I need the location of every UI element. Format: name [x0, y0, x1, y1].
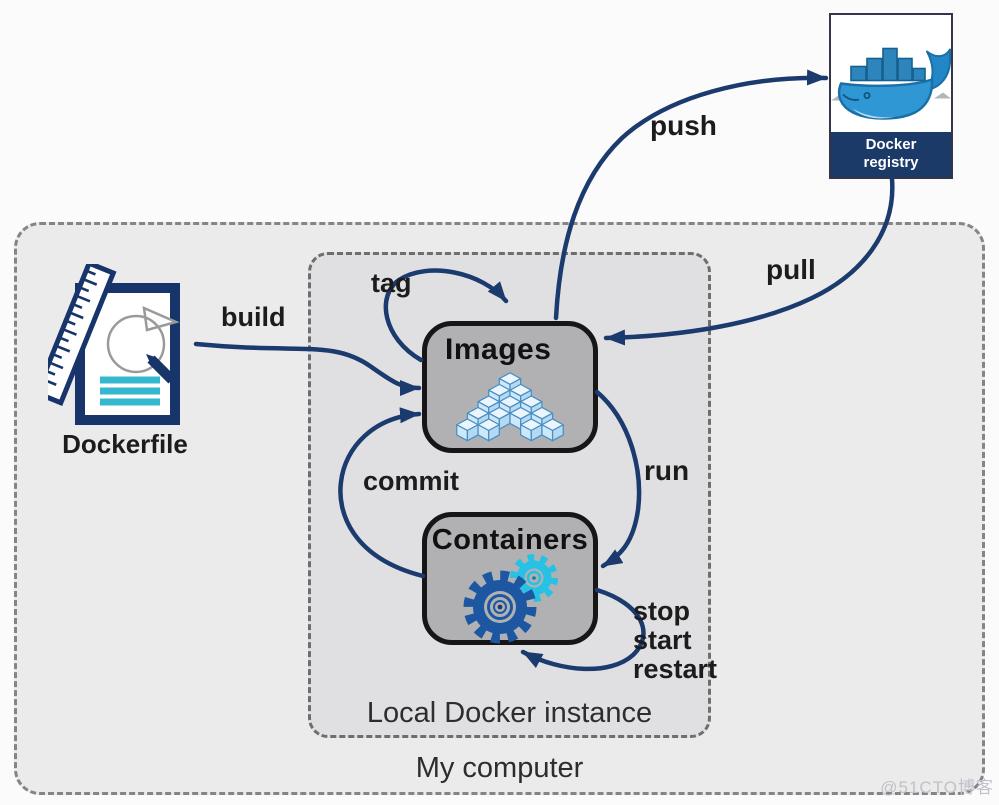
containers-node: Containers	[422, 512, 598, 645]
start-label: start	[633, 625, 692, 656]
image-layer-cubes-icon	[456, 372, 564, 442]
commit-label: commit	[363, 466, 460, 496]
gears-icon	[463, 554, 558, 644]
my-computer-label: My computer	[415, 752, 584, 784]
watermark: @51CTO博客	[880, 778, 994, 797]
tag-label: tag	[371, 268, 412, 298]
docker-registry-node: Docker registry	[829, 13, 953, 179]
docker-whale-icon	[831, 47, 951, 120]
registry-label: Docker registry	[831, 131, 951, 177]
images-node-title: Images	[445, 333, 552, 366]
stop-start-restart-label: stop start restart	[633, 596, 718, 685]
big-gear-icon	[463, 570, 537, 644]
dockerfile-document-icon	[48, 264, 180, 425]
pull-label: pull	[766, 254, 816, 285]
dockerfile-label: Dockerfile	[62, 429, 188, 459]
stop-label: stop	[633, 596, 690, 626]
registry-label-line1: Docker	[865, 135, 917, 153]
restart-label: restart	[633, 654, 718, 685]
build-label: build	[221, 302, 286, 332]
run-label: run	[644, 455, 690, 486]
push-label: push	[650, 110, 717, 141]
images-node: Images	[422, 321, 598, 453]
containers-node-title: Containers	[431, 524, 589, 556]
local-docker-instance-label: Local Docker instance	[366, 697, 653, 729]
registry-label-line2: registry	[863, 154, 919, 172]
ruler-icon	[48, 264, 117, 407]
